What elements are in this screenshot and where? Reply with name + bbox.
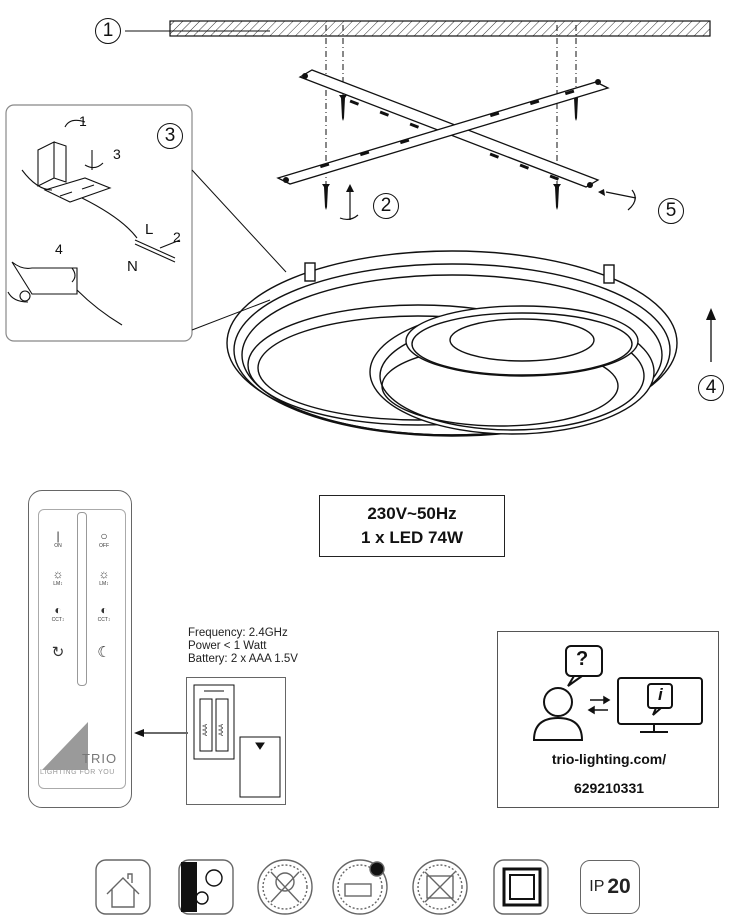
- info-box: ? i trio-lighting.com/ 629210331: [497, 631, 719, 808]
- trio-logo-icon: [42, 722, 88, 770]
- battery-compartment: [193, 684, 281, 798]
- compliance-icon-row: [95, 859, 549, 915]
- step-1-marker: 1: [95, 18, 121, 44]
- lamp-body: [226, 250, 678, 437]
- neutral-wire-label: N: [127, 258, 138, 275]
- driver-replacement-icon: [332, 859, 388, 915]
- step-4-marker: 4: [698, 375, 724, 401]
- class-two-insulation-icon: [493, 859, 549, 915]
- battery-label-2: AAA: [219, 723, 226, 737]
- support-url[interactable]: trio-lighting.com/: [551, 751, 667, 767]
- no-led-replacement-icon: [257, 859, 313, 915]
- ip-label: IP: [589, 878, 605, 895]
- cross-bracket: [276, 69, 610, 188]
- sun-icon: ☼: [52, 567, 64, 581]
- support-illustration: [532, 645, 703, 741]
- arrow-left-icon: [134, 729, 188, 737]
- cycle-icon: ↻: [51, 644, 65, 661]
- ip-value: 20: [607, 875, 631, 898]
- ceiling-slab: [169, 20, 711, 37]
- step-3-marker: 3: [157, 123, 183, 149]
- power-off-icon: ○: [100, 529, 108, 543]
- brand-tagline: LIGHTING FOR YOU: [40, 769, 115, 776]
- battery-spec: Battery: 2 x AAA 1.5V: [188, 653, 298, 665]
- step-5-marker: 5: [658, 198, 684, 224]
- remote-button-panel: [38, 509, 126, 789]
- ceiling-mount-icon: [178, 859, 234, 915]
- sun-icon: ☼: [98, 567, 110, 581]
- screws: [322, 95, 580, 210]
- off-button[interactable]: ○ OFF: [89, 529, 119, 550]
- led-spec: 1 x LED 74W: [360, 528, 464, 547]
- brightness-left-button[interactable]: ☼ LM↕: [43, 567, 73, 588]
- do-not-cover-icon: [412, 859, 468, 915]
- cct-right-button[interactable]: ◐ CCT↕: [89, 603, 119, 624]
- brightness-right-button[interactable]: ☼ LM↕: [89, 567, 119, 588]
- assembly-diagram: [5, 20, 716, 437]
- frequency-spec: Frequency: 2.4GHz: [188, 627, 288, 639]
- cct-left-button[interactable]: ◐ CCT↕: [43, 603, 73, 624]
- voltage-spec: 230V~50Hz: [367, 504, 457, 523]
- step-2-marker: 2: [373, 193, 399, 219]
- moon-icon: ☾: [97, 644, 111, 661]
- inset-step-3: 3: [113, 146, 121, 162]
- battery-label-1: AAA: [203, 723, 210, 737]
- ip-rating-badge: IP 20: [580, 860, 640, 914]
- inset-step-2: 2: [173, 229, 181, 245]
- live-wire-label: L: [145, 221, 154, 238]
- screw-guide-lines: [325, 25, 577, 205]
- inset-step-1: 1: [79, 113, 87, 129]
- half-circle-icon: ◐: [100, 603, 108, 617]
- info-symbol-icon: i: [658, 685, 663, 704]
- inset-step-4: 4: [55, 241, 63, 257]
- cycle-button[interactable]: ↻: [43, 644, 73, 661]
- battery-illustration: [186, 677, 286, 805]
- question-mark-icon: ?: [576, 648, 589, 670]
- remote-slider: [77, 512, 87, 686]
- power-spec: Power < 1 Watt: [188, 640, 267, 652]
- on-button[interactable]: | ON: [43, 529, 73, 550]
- remote-specs: Frequency: 2.4GHz Power < 1 Watt Battery…: [188, 627, 298, 666]
- indoor-use-icon: [95, 859, 151, 915]
- brand-name: TRIO: [82, 751, 118, 766]
- night-button[interactable]: ☾: [89, 644, 119, 661]
- power-on-icon: |: [56, 529, 60, 543]
- wiring-detail: [7, 119, 181, 326]
- half-circle-icon: ◐: [54, 603, 62, 617]
- spec-box: 230V~50Hz 1 x LED 74W: [319, 495, 505, 557]
- product-code: 629210331: [573, 780, 645, 796]
